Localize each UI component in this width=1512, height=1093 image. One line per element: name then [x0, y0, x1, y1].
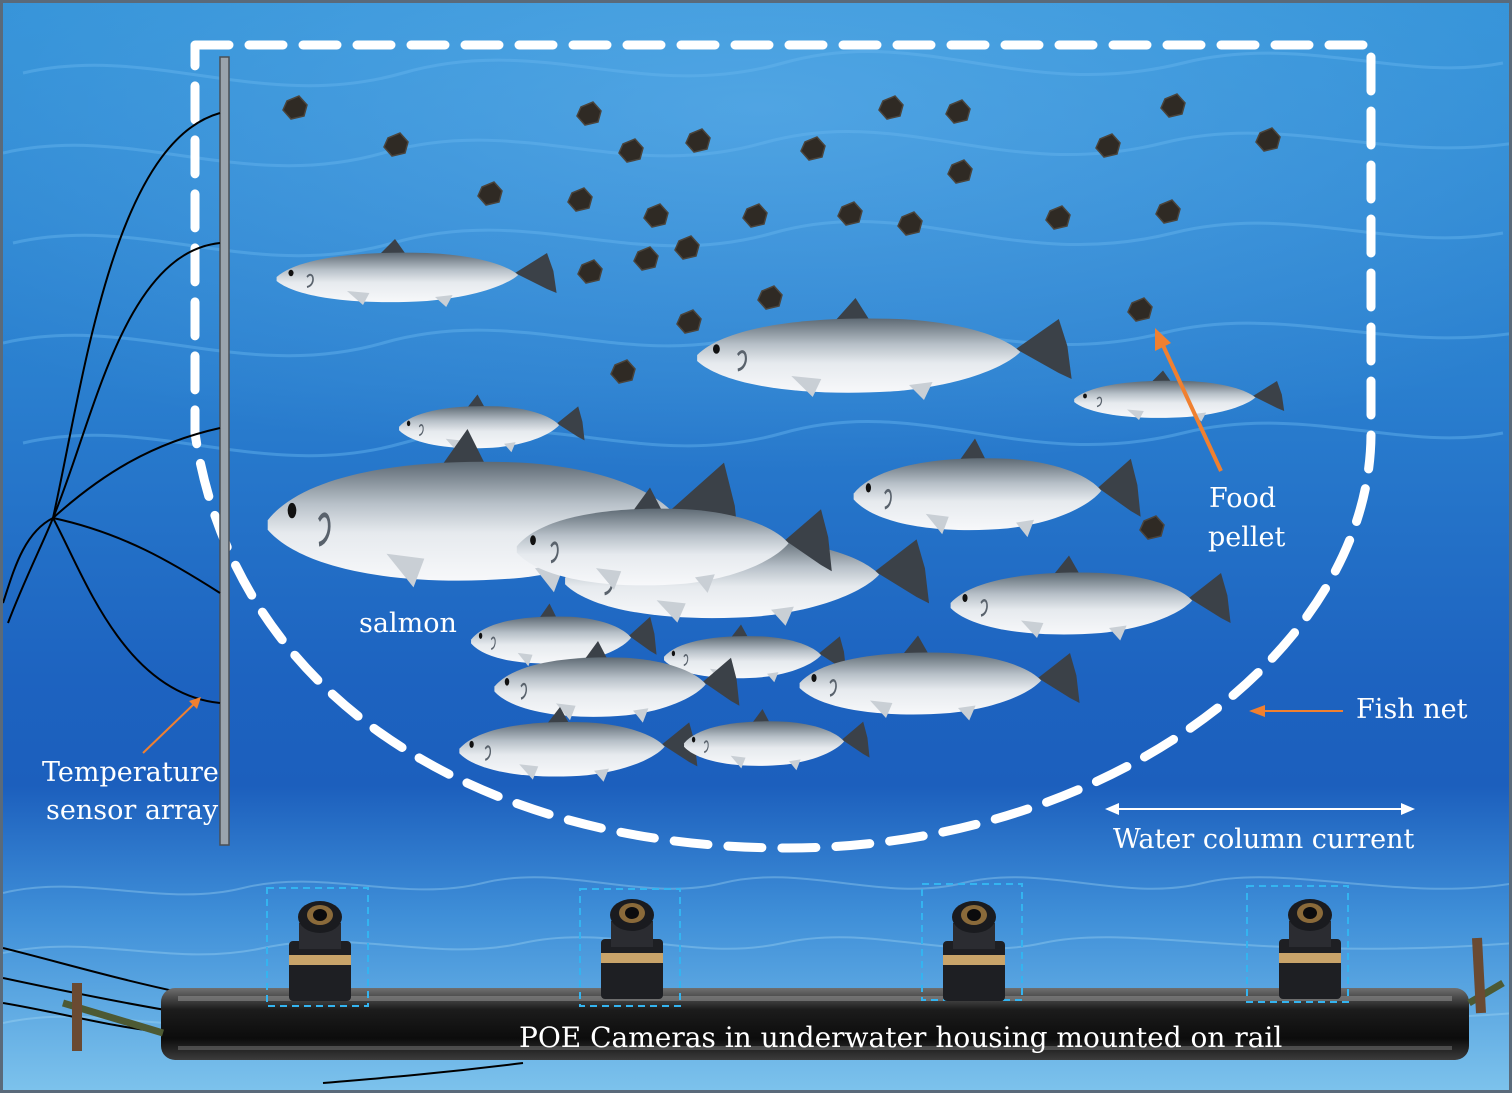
water-current-left-arrowhead-icon: [1105, 803, 1119, 815]
water-current-right-arrowhead-icon: [1401, 803, 1415, 815]
temp-sensor-arrow-icon: [143, 703, 195, 753]
temp-sensor-label-line2: sensor array: [46, 792, 218, 830]
camera-rail: [3, 938, 1503, 1083]
salmon-icon: [951, 556, 1231, 641]
poe-camera-icon: [601, 899, 663, 999]
food-pellet-label-line1: Food: [1209, 480, 1276, 518]
poe-camera-icon: [1279, 899, 1341, 999]
sensor-pole-icon: [220, 57, 229, 845]
fish-net-label: Fish net: [1356, 691, 1467, 729]
camera-rail-label: POE Cameras in underwater housing mounte…: [519, 1019, 1282, 1057]
salmon-icon: [459, 707, 697, 782]
poe-camera-icon: [943, 901, 1005, 1001]
rail-right-handle-icon: [1469, 983, 1503, 1003]
salmon-icon: [684, 709, 870, 770]
camera-4: [1247, 886, 1348, 1002]
poe-camera-icon: [289, 901, 351, 1001]
food-pellet-label-line2: pellet: [1208, 519, 1285, 557]
water-current-label: Water column current: [1113, 821, 1414, 859]
diagram-graphics: [3, 3, 1512, 1093]
salmon-label: salmon: [359, 605, 457, 643]
temp-sensor-label-line1: Temperature: [42, 754, 219, 792]
fish-net-arrowhead-icon: [1249, 705, 1265, 717]
camera-3: [922, 884, 1022, 1001]
rail-right-tbar-icon: [1477, 938, 1481, 1013]
